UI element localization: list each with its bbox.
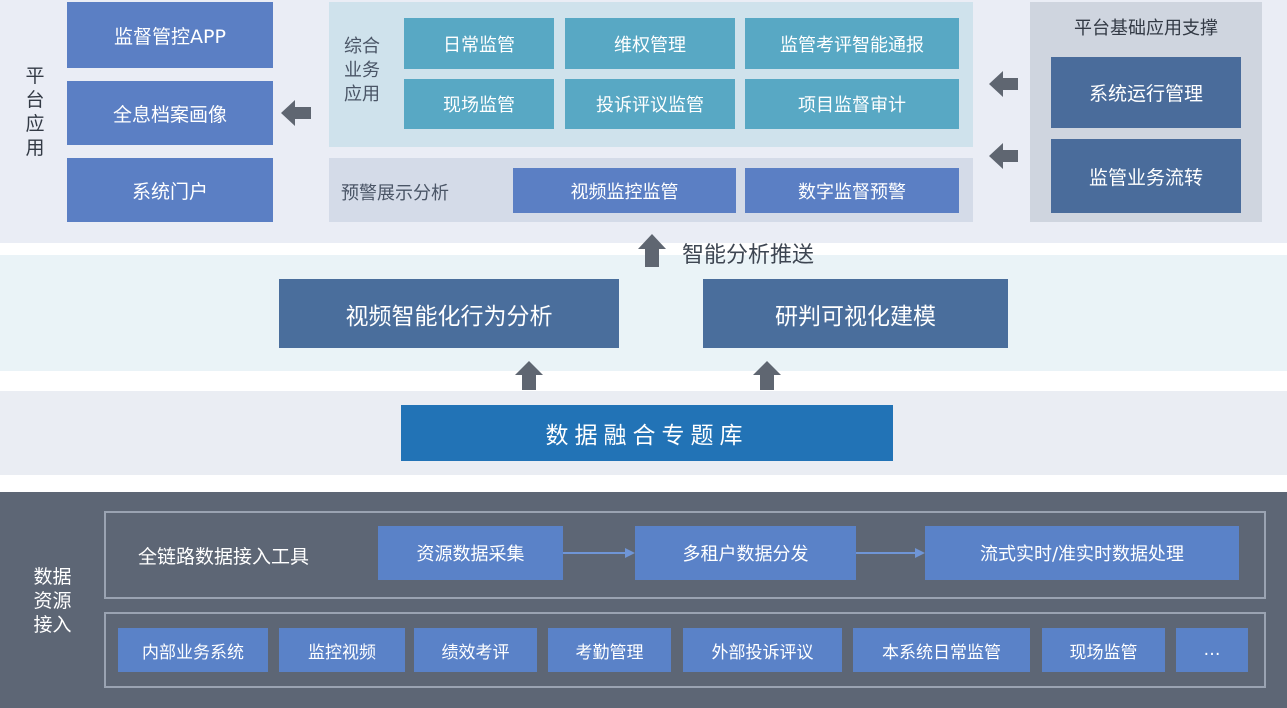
pipeline-step[interactable]: 流式实时/准实时数据处理 <box>925 526 1239 580</box>
left-arrow-icon <box>281 100 311 126</box>
source-item[interactable]: 外部投诉评议 <box>683 628 842 672</box>
database-box[interactable]: 数据融合专题库 <box>401 405 893 461</box>
source-item[interactable]: 考勤管理 <box>548 628 671 672</box>
up-arrow-icon <box>515 361 543 390</box>
up-arrow-icon <box>638 234 666 267</box>
biz-panel-label: 综合业务应用 <box>344 36 380 105</box>
biz-item[interactable]: 维权管理 <box>565 18 735 69</box>
pipeline-step[interactable]: 资源数据采集 <box>378 526 563 580</box>
push-label: 智能分析推送 <box>682 243 815 268</box>
support-item[interactable]: 系统运行管理 <box>1051 57 1241 128</box>
analysis-item[interactable]: 视频智能化行为分析 <box>279 279 619 348</box>
warn-item[interactable]: 视频监控监管 <box>513 168 736 213</box>
right-arrow-icon <box>915 548 925 558</box>
source-item-more[interactable]: … <box>1176 628 1248 672</box>
warn-panel-label: 预警展示分析 <box>341 183 449 204</box>
left-arrow-icon <box>989 143 1018 169</box>
source-item[interactable]: 监控视频 <box>279 628 405 672</box>
source-item[interactable]: 绩效考评 <box>414 628 537 672</box>
system-portal-box[interactable]: 系统门户 <box>67 158 273 222</box>
sources-frame <box>104 612 1266 688</box>
app-box[interactable]: 监督管控APP <box>67 2 273 68</box>
right-arrow-icon <box>625 548 635 558</box>
warn-item[interactable]: 数字监督预警 <box>745 168 959 213</box>
analysis-layer <box>0 255 1287 371</box>
left-arrow-icon <box>989 71 1018 97</box>
platform-layer-label: 平台应用 <box>25 65 45 159</box>
pipeline-label: 全链路数据接入工具 <box>138 546 310 568</box>
biz-item[interactable]: 现场监管 <box>404 79 554 129</box>
data-access-label: 数据资源接入 <box>33 566 72 636</box>
source-item[interactable]: 内部业务系统 <box>118 628 268 672</box>
archive-profile-box[interactable]: 全息档案画像 <box>67 81 273 145</box>
biz-item[interactable]: 监管考评智能通报 <box>745 18 959 69</box>
biz-item[interactable]: 日常监管 <box>404 18 554 69</box>
biz-item[interactable]: 项目监督审计 <box>745 79 959 129</box>
support-item[interactable]: 监管业务流转 <box>1051 139 1241 213</box>
analysis-item[interactable]: 研判可视化建模 <box>703 279 1008 348</box>
pipeline-step[interactable]: 多租户数据分发 <box>635 526 856 580</box>
support-panel-title: 平台基础应用支撑 <box>1074 18 1218 39</box>
pipeline-frame <box>104 511 1266 599</box>
source-item[interactable]: 现场监管 <box>1042 628 1165 672</box>
up-arrow-icon <box>753 361 781 390</box>
biz-item[interactable]: 投诉评议监管 <box>565 79 735 129</box>
source-item[interactable]: 本系统日常监管 <box>853 628 1030 672</box>
